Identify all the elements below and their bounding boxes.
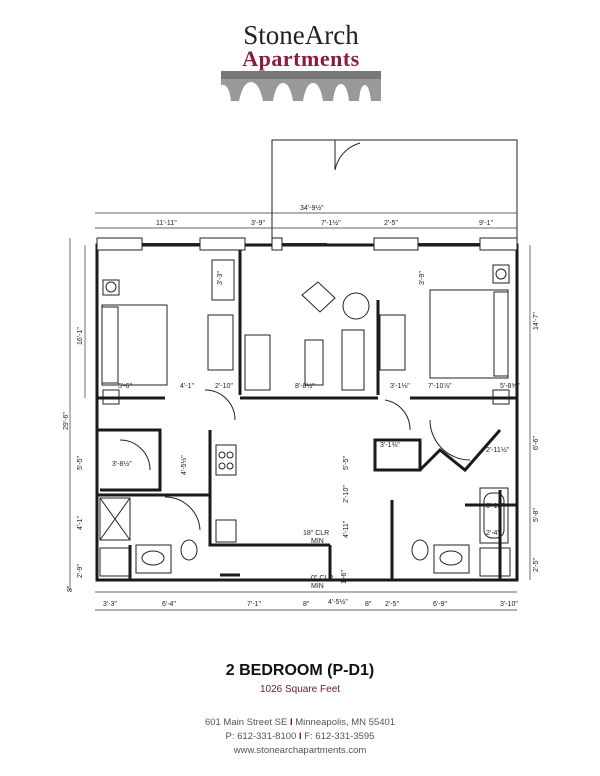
- fax: F: 612-331-3595: [304, 731, 375, 742]
- phone: P: 612-331-8100: [225, 731, 297, 742]
- dim-label: 9'-1": [479, 220, 493, 227]
- dim-label: 5'-8": [533, 508, 540, 522]
- dim-label: 1'-6": [341, 570, 348, 584]
- dim-label: 8": [303, 601, 310, 608]
- furniture: [99, 259, 511, 577]
- dim-label: 4'-11": [343, 520, 350, 538]
- dim-label: 5'-5": [343, 456, 350, 470]
- dim-label: 2'-5": [533, 558, 540, 572]
- logo-line-1: StoneArch: [243, 20, 359, 50]
- clearance-note: MIN: [311, 583, 324, 590]
- separator: I: [289, 717, 293, 728]
- dimension-lines: [69, 212, 531, 611]
- dim-label: 8": [365, 601, 372, 608]
- balcony-outline: [271, 139, 518, 238]
- separator: I: [298, 731, 302, 742]
- clearance-note: 0" CLR: [311, 575, 333, 582]
- bridge-arches-icon: [221, 71, 381, 101]
- street: 601 Main Street SE: [204, 717, 288, 728]
- unit-square-feet: 1026 Square Feet: [259, 684, 341, 695]
- clearance-note: 18" CLR: [303, 530, 329, 537]
- dim-label: 6'-6": [533, 436, 540, 450]
- balcony-door: [334, 140, 361, 171]
- dim-label: 4'-5½": [328, 598, 348, 606]
- interior-walls: [97, 250, 517, 580]
- unit-title: 2 BEDROOM (P-D1): [225, 662, 375, 679]
- logo-line-2: Apartments: [242, 46, 360, 71]
- floor-plan: 34'-9½" 11'-11" 3'-9" 7'-1½" 2'-5" 9'-1"…: [63, 139, 540, 611]
- dim-label: 4'-1": [180, 383, 194, 390]
- dim-label: 7'-1": [247, 601, 261, 608]
- dim-label: 2'-10": [215, 383, 233, 390]
- dim-label: 11'-11": [156, 220, 177, 227]
- website[interactable]: www.stonearchapartments.com: [233, 745, 367, 756]
- dim-label: 4'-5½": [180, 455, 188, 475]
- clearance-note: MIN: [311, 538, 324, 545]
- windows: [96, 237, 518, 251]
- dim-label: 5'-6": [118, 383, 132, 390]
- dim-label: 6'-4": [162, 601, 176, 608]
- dim-label: 2'-5": [384, 220, 398, 227]
- dim-label: 5'-5": [77, 456, 84, 470]
- dim-overall-width: 34'-9½": [300, 204, 324, 212]
- stonearch-logo: StoneArch Apartments: [216, 22, 386, 101]
- dim-label: 6'-9": [433, 601, 447, 608]
- dim-label: 14'-7": [533, 312, 540, 330]
- city: Minneapolis, MN 55401: [295, 717, 396, 728]
- dim-label: 3'-1⅜": [380, 442, 400, 449]
- dim-label: 8'-8½": [295, 382, 315, 390]
- address-line: 601 Main Street SE I Minneapolis, MN 554…: [0, 717, 600, 728]
- dim-label: 2'-5": [385, 601, 399, 608]
- dimension-labels: 34'-9½" 11'-11" 3'-9" 7'-1½" 2'-5" 9'-1"…: [63, 204, 540, 608]
- dim-label: 2'-9": [77, 564, 84, 578]
- dim-label: 3'-9": [251, 220, 265, 227]
- dim-label: 7'-1½": [321, 219, 341, 227]
- phone-line: P: 612-331-8100 I F: 612-331-3595: [0, 731, 600, 742]
- dim-label: 3'-10": [500, 601, 518, 608]
- dim-label: 7'-10⅞": [428, 383, 452, 390]
- dim-overall-depth: 29'-6": [63, 412, 70, 430]
- dim-label: 4'-1": [77, 516, 84, 530]
- dim-label: 3'-9": [419, 271, 426, 285]
- dim-label: 2'-10": [343, 485, 350, 503]
- dim-label: 2'-11½": [486, 446, 510, 454]
- dim-label: 16'-1": [77, 327, 84, 345]
- dim-label: 3'-3": [103, 601, 117, 608]
- dim-label: 3'-10": [486, 503, 504, 510]
- dim-label: 3'-3": [217, 271, 224, 285]
- dim-label: 5'-8⅝": [500, 383, 520, 390]
- dim-label: 2'-4": [486, 530, 500, 537]
- dim-label: 3'-8½": [112, 460, 132, 468]
- dim-label: 3'-1⅛": [390, 383, 410, 390]
- dim-label: 8": [67, 585, 74, 592]
